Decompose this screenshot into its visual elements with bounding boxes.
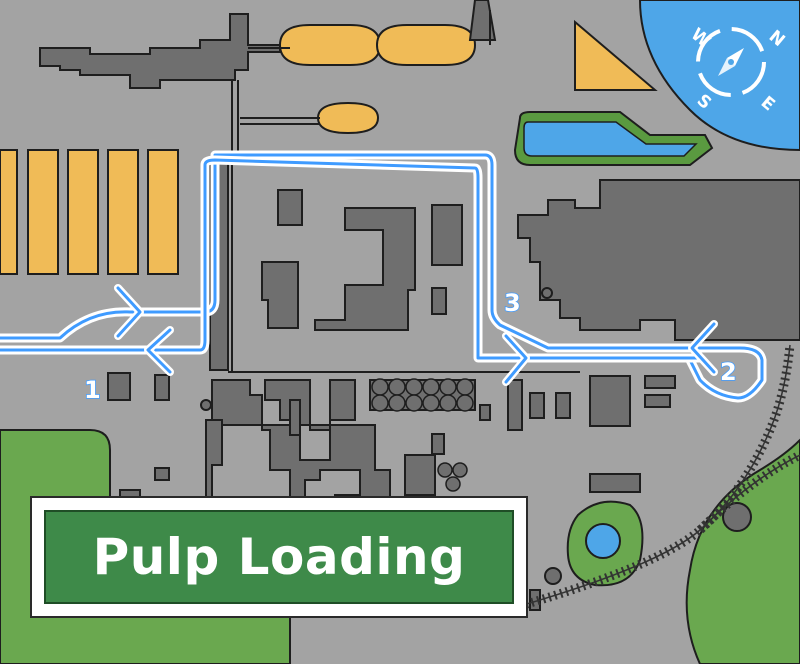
- compass: [696, 27, 766, 97]
- map-title: Pulp Loading: [92, 528, 466, 586]
- railway: [518, 344, 800, 611]
- route-path: [0, 150, 767, 403]
- stop-2-label: 2: [720, 358, 737, 386]
- pipelines: [228, 10, 580, 373]
- water-corner: [638, 0, 800, 152]
- map-title-panel: Pulp Loading: [44, 510, 514, 604]
- map-title-sign: Pulp Loading: [30, 496, 528, 618]
- pond: [523, 121, 698, 157]
- round-silos: [371, 378, 474, 492]
- storage-tanks: [0, 19, 658, 275]
- stop-3-label: 3: [504, 289, 521, 317]
- buildings: [39, 0, 800, 611]
- stop-1-label: 1: [84, 376, 101, 404]
- small-pond: [585, 523, 621, 559]
- route-arrows: [114, 284, 718, 386]
